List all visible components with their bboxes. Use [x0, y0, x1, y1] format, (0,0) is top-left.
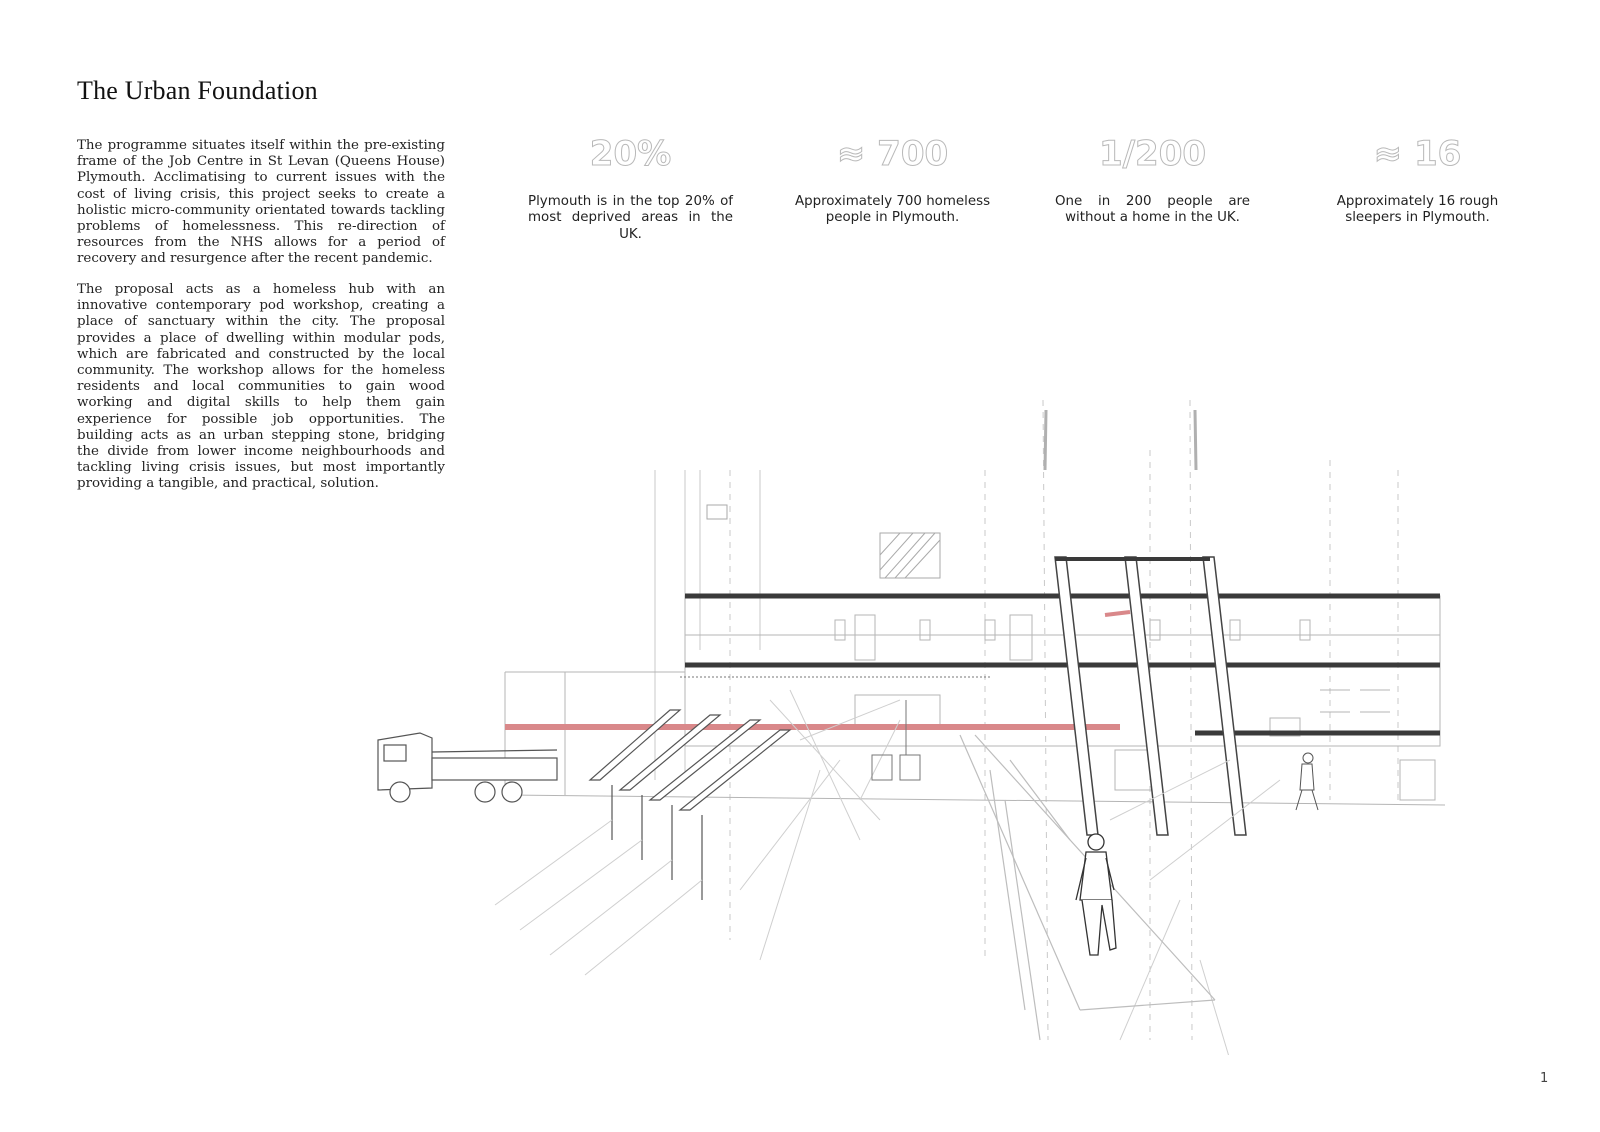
stat-block-homeless-count: ≈ 700 Approximately 700 homeless people … — [785, 134, 1000, 227]
stat-block-uk-ratio: 1/200 One in 200 people are without a ho… — [1055, 134, 1250, 227]
stat-value: ≈ 700 — [836, 134, 949, 175]
sectional-perspective-drawing — [377, 399, 1446, 1055]
stat-value: ≈ 16 — [1373, 134, 1462, 175]
stat-caption: Plymouth is in the top 20% of most depri… — [528, 194, 733, 242]
stat-value: 20% — [589, 134, 672, 175]
stat-caption: One in 200 people are without a home in … — [1055, 194, 1250, 226]
stat-caption: Approximately 700 homeless people in Ply… — [794, 194, 991, 226]
intro-paragraph-2: The proposal acts as a homeless hub with… — [77, 282, 445, 492]
stat-value: 1/200 — [1098, 134, 1207, 175]
stat-caption: Approximately 16 rough sleepers in Plymo… — [1336, 194, 1499, 226]
stat-block-rough-sleepers: ≈ 16 Approximately 16 rough sleepers in … — [1330, 134, 1505, 227]
page-number: 1 — [1540, 1071, 1549, 1086]
stat-block-deprivation: 20% Plymouth is in the top 20% of most d… — [528, 134, 733, 243]
page-title: The Urban Foundation — [77, 76, 318, 105]
intro-paragraph-1: The programme situates itself within the… — [77, 138, 445, 267]
